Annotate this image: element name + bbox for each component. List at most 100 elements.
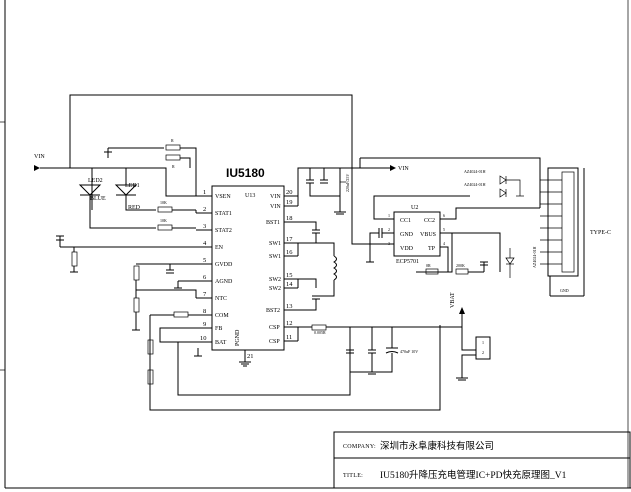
- ic-ecp5701-ref: U2: [411, 205, 418, 211]
- pin-name: BST1: [266, 220, 280, 226]
- net-vin-right: VIN: [398, 166, 409, 172]
- resistor-pd2: [455, 268, 469, 275]
- tvs2-label: AZ4024-01H: [464, 182, 486, 187]
- cap-cin-value: 220uF/25V: [345, 174, 350, 192]
- net-vbat: VBAT: [450, 292, 456, 308]
- resistor: [147, 369, 154, 385]
- pin-name: EN: [215, 245, 224, 251]
- resistor-pd1-value: 0R: [426, 263, 431, 268]
- resistor-label: R: [172, 164, 175, 169]
- ic-iu5180-left-pins: 1 2 3 4 5 6 7 8 9 10 VSEN STAT1 STAT2 EN…: [196, 189, 233, 346]
- pin-num: 9: [203, 321, 206, 328]
- pin-num: 17: [286, 236, 293, 243]
- ic-ecp5701-body: [393, 211, 441, 257]
- resistor-stat2: [157, 224, 173, 231]
- resistor-label: R: [171, 138, 174, 143]
- title-caption: TITLE:: [343, 473, 363, 479]
- pin-name: BAT: [215, 340, 227, 346]
- battery-connector: [475, 336, 491, 360]
- pin-name: CSP: [269, 325, 280, 331]
- pin-name: VIN: [270, 194, 281, 200]
- ic-iu5180-ref: U13: [245, 193, 255, 199]
- net-vin-left: VIN: [34, 154, 45, 160]
- ic-iu5180-right-pins: 20 19 18 17 16 15 14 13 12 11 VIN VIN BS…: [266, 189, 298, 345]
- pin-num: 6: [203, 274, 207, 281]
- pin-num: 12: [286, 320, 293, 327]
- resistor: [147, 339, 154, 355]
- led-blue-label: BLUE: [90, 196, 106, 202]
- typec-label: TYPE-C: [590, 230, 611, 236]
- pin-name: FB: [215, 326, 222, 332]
- title-block: COMPANY: 深圳市永阜康科技有限公司 TITLE: IU5180升降压充电…: [333, 431, 631, 489]
- pin-name: PGND: [235, 329, 241, 346]
- tvs1-label: AZ4024-01H: [464, 169, 486, 174]
- pin-num: 1: [203, 189, 206, 196]
- title-text: IU5180升降压充电管理IC+PD快充原理图_V1: [380, 469, 567, 481]
- pin-name: STAT2: [215, 228, 232, 234]
- ic-iu5180-name: IU5180: [226, 166, 265, 180]
- led1: LED1 RED: [91, 168, 156, 211]
- company-name: 深圳市永阜康科技有限公司: [380, 440, 494, 452]
- ic-iu5180-pgnd-pin: PGND 21: [235, 329, 254, 367]
- pin-num: 10: [200, 335, 207, 342]
- resistor-stat1: [157, 206, 173, 213]
- tvs-diodes: AZ4024-01H AZ4024-01H AZ4024-01H: [464, 169, 537, 278]
- pin-name: VBUS: [420, 232, 436, 238]
- cap-cout-value: 470uF 10V: [400, 349, 418, 354]
- pin-name: GVDD: [215, 262, 233, 268]
- led-red-label: RED: [128, 205, 141, 211]
- led1-label: LED1: [125, 183, 140, 189]
- ic-ecp5701-part: ECP5701: [396, 259, 419, 265]
- pin-name: SW1: [269, 254, 281, 260]
- ic-iu5180-body: [211, 185, 285, 351]
- pin-num: 20: [286, 189, 293, 196]
- typec-connector: GND TYPE-C: [540, 167, 611, 297]
- resistor-stat1-value: 10K: [160, 200, 167, 205]
- pin-name: BST2: [266, 308, 280, 314]
- pin-num: 5: [203, 257, 206, 264]
- pin-name: CC1: [400, 218, 411, 224]
- pin-name: VDD: [400, 246, 414, 252]
- pin-num: 21: [247, 353, 254, 360]
- pin-name: SW1: [269, 241, 281, 247]
- pin-num: 19: [286, 199, 293, 206]
- resistor-pd2-value: 200K: [456, 263, 465, 268]
- pin-num: 4: [443, 241, 445, 246]
- pin-num: 2: [203, 206, 206, 213]
- ic-iu5180: IU5180 U13 1 2 3 4 5 6 7 8 9 10 VSEN STA…: [196, 166, 298, 367]
- pin-num: 4: [203, 240, 207, 247]
- connector-pin: 2: [482, 350, 484, 355]
- resistor-pd1: [425, 268, 439, 275]
- pin-name: GND: [400, 232, 414, 238]
- connector-pin: 1: [482, 340, 484, 345]
- pin-num: 11: [286, 334, 292, 341]
- pin-name: AGND: [215, 279, 233, 285]
- pin-name: VIN: [270, 204, 281, 210]
- pin-name: CC2: [424, 218, 435, 224]
- top-wiring: VIN R R LED1 RED LED2 BLUE: [34, 94, 394, 273]
- pin-num: 13: [286, 303, 293, 310]
- pin-num: 3: [203, 223, 206, 230]
- resistor: [133, 265, 140, 281]
- pin-num: 6: [443, 213, 445, 218]
- pin-name: VSEN: [215, 194, 231, 200]
- pin-num: 5: [443, 227, 445, 232]
- typec-gnd-label: GND: [560, 288, 569, 293]
- pin-name: CSP: [269, 339, 280, 345]
- inductor: [333, 255, 337, 281]
- led2: LED2 BLUE: [78, 178, 156, 229]
- resistor: [165, 144, 181, 151]
- pin-num: 2: [388, 227, 390, 232]
- resistor: [165, 154, 181, 161]
- resistor: [133, 297, 140, 313]
- company-caption: COMPANY:: [343, 444, 376, 450]
- pin-name: SW2: [269, 277, 281, 283]
- typec-body: [547, 167, 579, 277]
- pin-num: 14: [286, 281, 293, 288]
- pin-name: COM: [215, 313, 229, 319]
- pin-num: 1: [388, 213, 390, 218]
- pin-name: TP: [428, 246, 436, 252]
- power-stage: 220uF/25V VIN 0.005R: [297, 165, 491, 381]
- pin-num: 8: [203, 308, 206, 315]
